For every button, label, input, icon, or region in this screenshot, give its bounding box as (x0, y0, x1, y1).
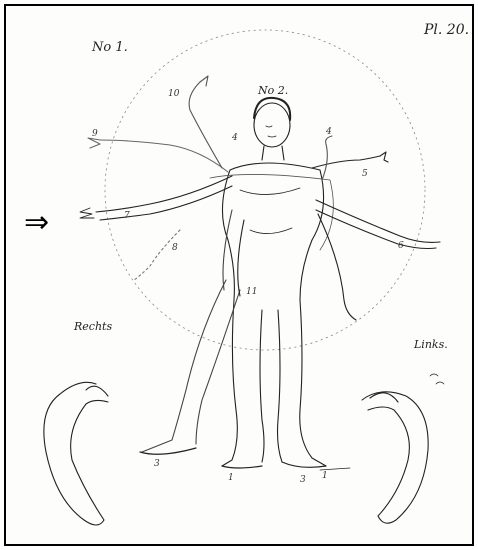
figure-head (254, 103, 290, 147)
second-figure-leg (142, 280, 226, 452)
figure-number-1b: 1 (322, 471, 328, 481)
dotted-swing-circle (105, 30, 425, 350)
bottom-left-arm (44, 382, 108, 525)
figure-number-1: 1 (228, 473, 234, 483)
figure-number-4: 4 (325, 127, 332, 137)
arm-horizontal-left (96, 176, 232, 212)
figure-number-6: 6 (398, 241, 404, 251)
figure-number-8: 8 (172, 243, 178, 253)
arm-lowered-right (318, 214, 356, 320)
figure-number-3b: 3 (300, 475, 306, 485)
figure-number-5: 5 (362, 169, 368, 179)
arm-raised-right (312, 156, 380, 168)
figure-number-4b: 4 (231, 133, 238, 143)
figure-right-leg (300, 300, 326, 466)
figure-number-11: 11 (246, 287, 257, 297)
figure-number-7: 7 (124, 211, 130, 221)
figure-number-10: 10 (168, 89, 180, 99)
figure-neck (262, 146, 284, 160)
figure-left-leg (222, 300, 237, 466)
arm-pointing-up (189, 82, 222, 168)
figure-number-3: 3 (154, 459, 160, 469)
figure-number-9: 9 (92, 129, 98, 139)
bottom-right-arm (362, 392, 428, 523)
